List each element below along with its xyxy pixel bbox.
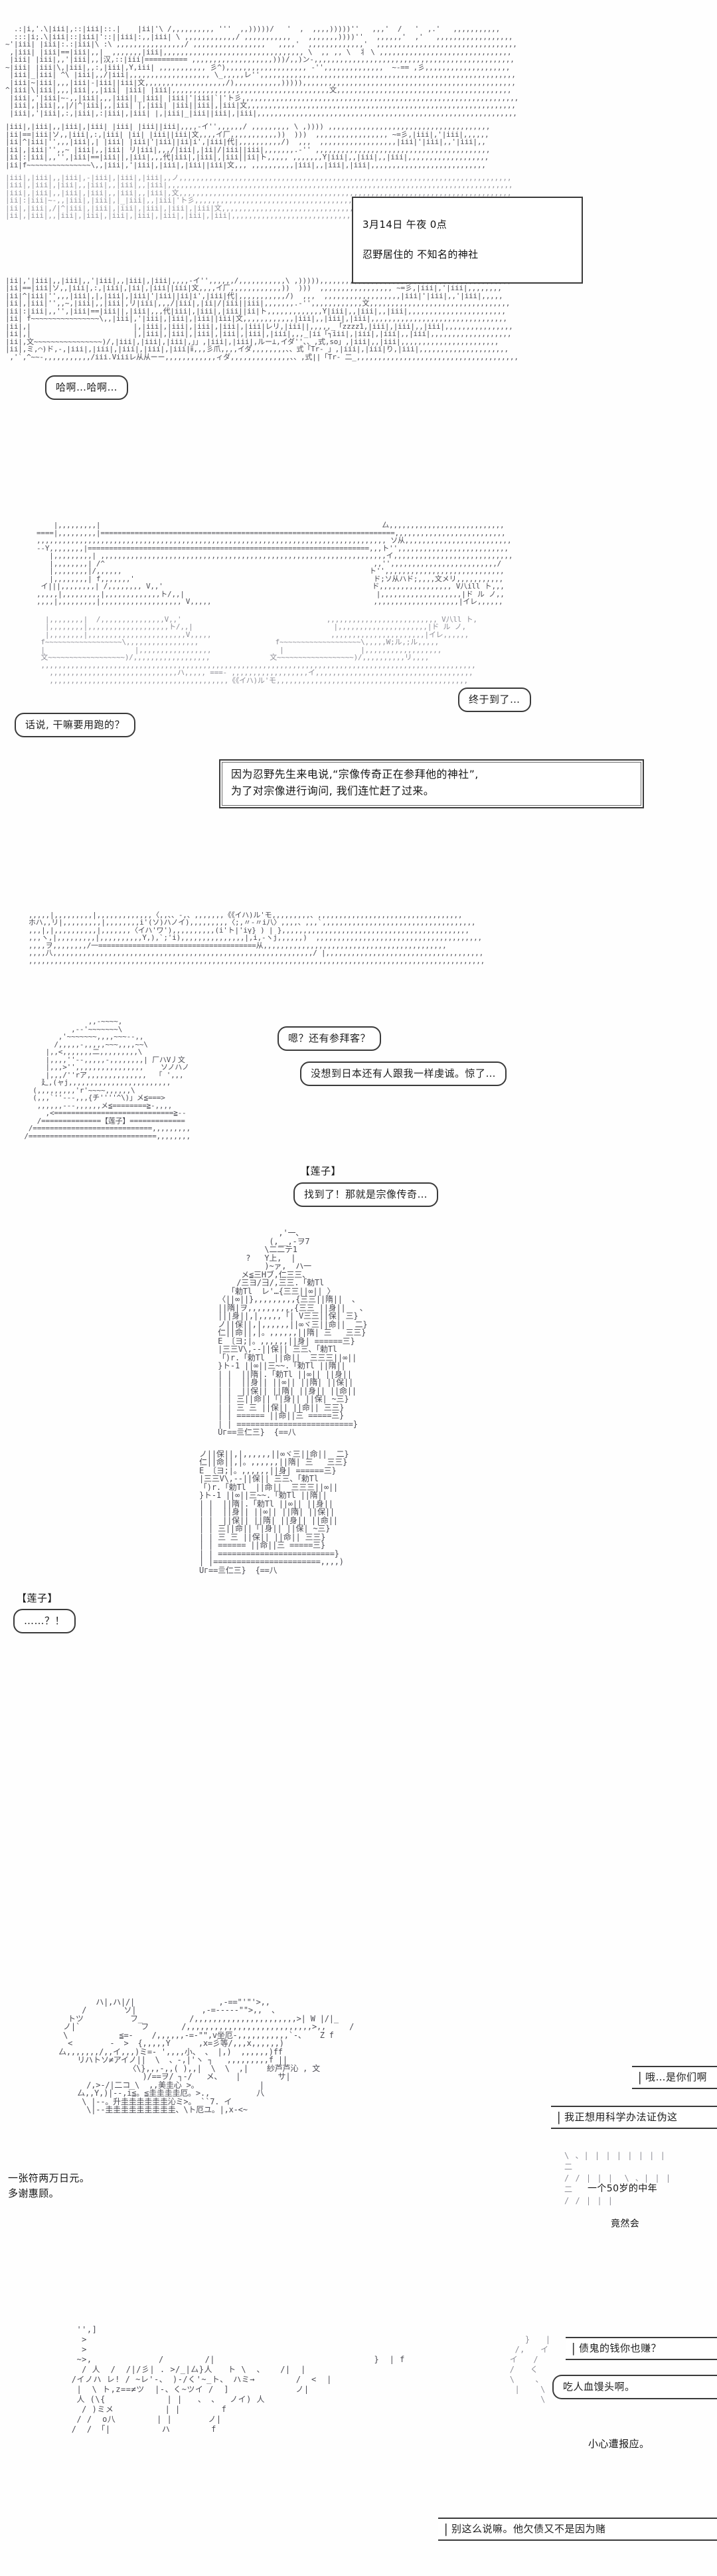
aa-art-fox-priest: ,,,,,|,,,,,,,,,|,,,,,,,,,,,,,〈,,、、-,、,,,…	[28, 910, 485, 965]
aa-art-shrine-mid: |ii|,'|iii|,,|iii|,,'|iii|,,|iii|,|iii|,…	[5, 276, 518, 361]
bubble-visitor-question: 嗯？还有参拜客？	[278, 1026, 382, 1052]
text-unexpected-line: 竟然会	[611, 2219, 640, 2229]
datebox-line-2: 忍野居住的 不知名的神社	[362, 248, 479, 260]
aa-art-torii: |,,,,,,,,,| 厶,,,,,,,,,,,,,,,,,,,,,,,,,,,…	[37, 521, 513, 606]
aa-art-ofuda-stack: ,'一、 (,__,-ヲ7 \二二テ1 ? Y上, | )~ァ, ハ一 メ≦三H…	[218, 1228, 368, 1437]
bubble-science-debunk: 我正想用科学办法证伪这	[551, 2106, 717, 2130]
panel-shrine-night: .:|i,'.\|iii|,::|iii|::.| |ii|'\ /,,,,,,…	[0, 0, 717, 412]
aa-art-shrine-lower: |iii|,|iii|,,|iii|,|iii| |iii| |iii||iii…	[5, 122, 491, 169]
bubble-renko-surprise: ……？！	[13, 1609, 76, 1634]
aa-art-renko-portrait: ,,-~~~~, ,--'~~~~~~~\ ,'~~~~~~~,,,,~~~--…	[24, 1017, 191, 1141]
bubble-arrived: 终于到了…	[458, 688, 531, 713]
bubble-debt-money: 债鬼的钱你也赚？	[566, 2337, 717, 2361]
bubble-blood-bun: 吃人血馒头啊。	[552, 2375, 717, 2400]
aa-art-oshino: ハ|,ハ|/| ,-=="'"'>,, / ソ| ,-=-----"">,, 、…	[58, 1997, 355, 2114]
label-renko-1: 【莲子】	[300, 1165, 342, 1177]
panel-debt-conversation: '',] > > ~>, / /| } | f / 人 / /|/彡| . >/…	[0, 2272, 717, 2576]
text-ofuda-price: 一张符两万日元。 多谢惠顾。	[8, 2172, 90, 2199]
bubble-found-him: 找到了！那就是宗像传奇…	[293, 1182, 439, 1208]
aa-art-torii-base: |,,,,,,,,| /,,,,,,,,,,,,,,,V,,' ,,,,,,,,…	[40, 614, 477, 685]
panel-arrival: |,,,,,,,,,| 厶,,,,,,,,,,,,,,,,,,,,,,,,,,,…	[0, 521, 717, 827]
bubble-oh-its-you: 哦…是你们啊	[632, 2066, 717, 2090]
datebox-scene-time: 3月14日 午夜 0点 忍野居住的 不知名的神社	[352, 197, 583, 284]
label-renko-2: 【莲子】	[17, 1592, 58, 1604]
bubble-why-run: 话说, 干嘛要用跑的？	[15, 713, 136, 738]
aa-art-ofuda-base: ノ||保||,|,,,,,,||∞ヾ三||命|| 二} 仁||命||,|。,,,…	[199, 1449, 349, 1575]
datebox-line-1: 3月14日 午夜 0点	[362, 218, 447, 230]
bubble-devout: 没想到日本还有人跟我一样虔诚。惊了…	[300, 1061, 507, 1087]
aa-art-oshino-side: \ 、| | | | | | | | 二 / / | | | \ 、| | | …	[564, 2151, 672, 2205]
panel-ofuda-figure: ,'一、 (,__,-ヲ7 \二二テ1 ? Y上, | )~ァ, ハ一 メ≦三H…	[0, 1216, 717, 1634]
text-karma-warning: 小心遭报应。	[588, 2438, 650, 2450]
bubble-panting: 哈啊…哈啊…	[45, 375, 129, 401]
panel-oshino-ofuda-sale: ハ|,ハ|/| ,-=="'"'>,, / ソ| ,-=-----"">,, 、…	[0, 1979, 717, 2285]
aa-art-right-strokes: } | /, イ イ / / く \ 、 | \ \	[509, 2335, 551, 2404]
panel-visitor-spotted: ,,,,,|,,,,,,,,,|,,,,,,,,,,,,,〈,,、、-,、,,,…	[0, 824, 717, 1208]
aa-art-hands-scene: '',] > > ~>, / /| } | f / 人 / /|/彡| . >/…	[71, 2325, 405, 2434]
text-middleage-line: 一个50岁的中年	[588, 2183, 658, 2194]
aa-art-shrine-upper: .:|i,'.\|iii|,::|iii|::.| |ii|'\ /,,,,,,…	[5, 25, 519, 118]
bubble-dont-say-that: 别这么说嘛。他欠债又不是因为赌	[438, 2518, 717, 2541]
narration-why-came: 因为忍野先生来电说,“宗像传奇正在参拜他的神社”, 为了对宗像进行询问, 我们连…	[219, 759, 644, 808]
